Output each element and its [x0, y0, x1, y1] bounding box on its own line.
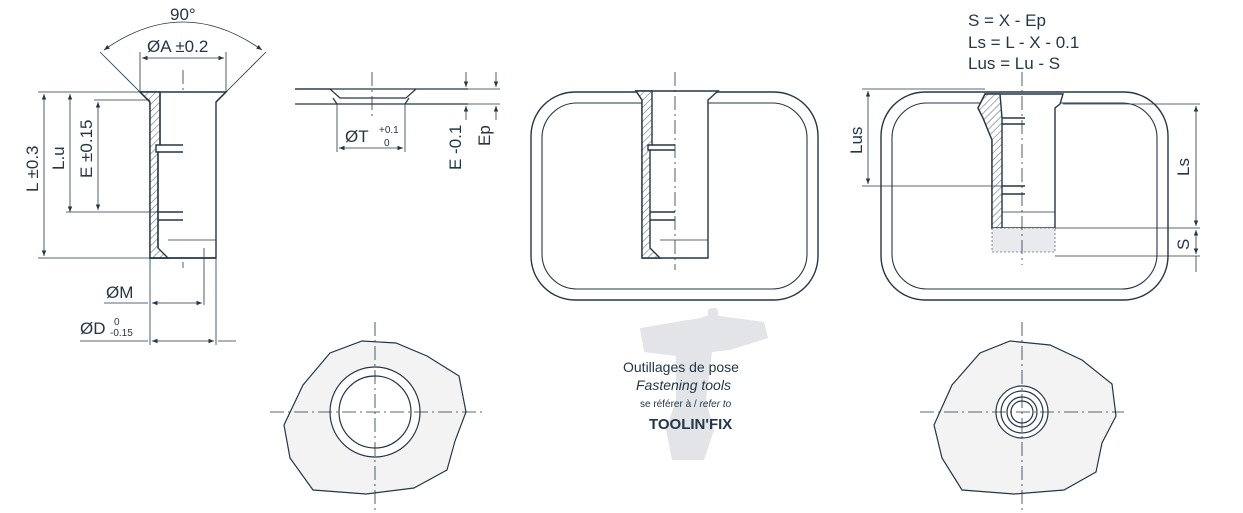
tools-line-1: Outillages de pose: [623, 359, 739, 375]
hole-e-label: E -0.1: [446, 125, 465, 170]
diam-d-tol-lower: -0.15: [110, 328, 133, 339]
installed-rivet: [977, 72, 1064, 265]
hole-dimensions: [336, 72, 500, 152]
diam-d-label: ØD: [80, 319, 106, 338]
diam-a-label: ØA ±0.2: [147, 37, 208, 56]
installed-dimensions: [862, 88, 1200, 272]
diameter-dimensions: [80, 248, 236, 345]
diam-d-tol-upper: 0: [114, 317, 120, 328]
tools-line-3: se référer à / refer to: [640, 399, 732, 410]
ls-label: Ls: [1174, 158, 1193, 176]
lu-label: L.u: [49, 146, 68, 170]
angle-dimension: [99, 21, 267, 93]
angle-label: 90°: [170, 5, 196, 24]
ep-label: Ep: [475, 125, 494, 146]
toolinfix-brand: TOOLIN'FIX: [649, 416, 732, 433]
formula-ls: Ls = L - X - 0.1: [968, 33, 1079, 52]
diam-a-dimension: [139, 52, 227, 92]
rivet-gun-icon: [640, 308, 768, 460]
rivet-in-panel: [634, 72, 720, 270]
s-label: S: [1174, 239, 1193, 250]
length-dimensions: [38, 91, 158, 259]
diam-t-label: ØT: [345, 127, 369, 146]
diam-m-label: ØM: [106, 283, 133, 302]
diam-t-tol-upper: +0.1: [379, 125, 399, 136]
e-label: E ±0.15: [77, 120, 96, 178]
plan-view-after: [920, 322, 1124, 510]
rivet-nut-section: [138, 70, 228, 268]
diam-t-tol-lower: 0: [384, 138, 390, 149]
length-label: L ±0.3: [23, 145, 42, 192]
lus-label: Lus: [847, 127, 866, 154]
formula-s: S = X - Ep: [968, 11, 1046, 30]
plan-view-before: [270, 322, 482, 510]
formula-lus: Lus = Lu - S: [968, 54, 1060, 73]
tools-line-2: Fastening tools: [636, 377, 731, 393]
mounting-hole-section: [295, 72, 468, 120]
